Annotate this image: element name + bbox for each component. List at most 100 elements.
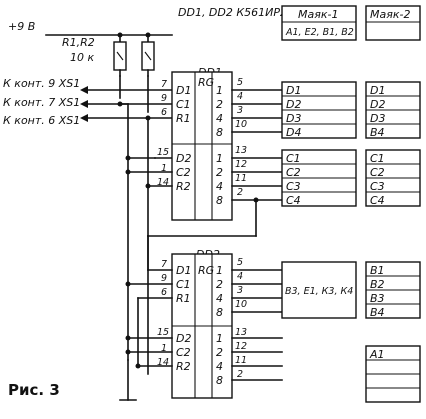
m2-b4: В4: [370, 306, 385, 319]
dd2-idx-2: 2: [216, 278, 223, 291]
resistor-r1-mark: [116, 51, 124, 61]
junction-dot: [125, 349, 131, 355]
dd1-out-10: 10: [235, 119, 247, 130]
dd2-out-10: 10: [235, 299, 247, 310]
dd1-idx-4b: 4: [216, 180, 223, 193]
mayak1-b-box: [281, 261, 357, 319]
m2-b2: В2: [370, 278, 385, 291]
dd2-idx-8b: 8: [216, 374, 223, 387]
junction-dot: [125, 155, 131, 161]
junction-dot: [145, 183, 151, 189]
dd1-idx-2: 2: [216, 98, 223, 111]
dd1-pin-r2: R2: [176, 180, 191, 193]
m1-d4: D4: [286, 126, 301, 139]
dd1-idx-1b: 1: [216, 152, 223, 165]
mayak2-header: [365, 5, 421, 41]
input-label-7: К конт. 7 XS1: [3, 96, 80, 109]
m1-c2: C2: [286, 166, 301, 179]
supply-label: +9 В: [8, 20, 35, 33]
m1-c3: C3: [286, 180, 301, 193]
dd2-out-11: 11: [235, 355, 247, 366]
dd1-pinnum-1: 1: [161, 163, 167, 174]
m2-c4: C4: [370, 194, 385, 207]
m2-b1: В1: [370, 264, 385, 277]
m2-d4: В4: [370, 126, 385, 139]
dd2-out-2: 2: [237, 369, 243, 380]
dd2-pinnum-15: 15: [157, 327, 169, 338]
dd2-pin-c2: C2: [176, 346, 191, 359]
dd1-pin-r1: R1: [176, 112, 191, 125]
m2-c1: C1: [370, 152, 385, 165]
m1-d3: D3: [286, 112, 301, 125]
dd1-out-11: 11: [235, 173, 247, 184]
dd2-idx-4b: 4: [216, 360, 223, 373]
m2-a1: А1: [369, 348, 385, 361]
dd1-pinnum-9: 9: [161, 93, 167, 104]
dd1-rg: RG: [198, 76, 214, 89]
dd2-out-5: 5: [237, 257, 243, 268]
m1-d1: D1: [286, 84, 301, 97]
dd2-pinnum-9: 9: [161, 273, 167, 284]
m1-c1: C1: [286, 152, 301, 165]
dd1-out-4: 4: [237, 91, 243, 102]
chip-dd1: [171, 71, 233, 221]
dd1-out-5: 5: [237, 77, 243, 88]
arrow-icon: [80, 100, 88, 108]
dd2-out-3: 3: [237, 285, 243, 296]
dd2-idx-8: 8: [216, 306, 223, 319]
dd2-out-13: 13: [235, 327, 247, 338]
dd2-out-4: 4: [237, 271, 243, 282]
dd1-out-13: 13: [235, 145, 247, 156]
m2-b3: В3: [370, 292, 385, 305]
dd1-pinnum-15: 15: [157, 147, 169, 158]
dd1-pin-d2: D2: [176, 152, 191, 165]
dd2-idx-1: 1: [216, 264, 223, 277]
resistor-label: R1,R2: [62, 36, 95, 49]
dd1-pin-c2: C2: [176, 166, 191, 179]
mayak1-header: [281, 5, 357, 41]
dd1-idx-8: 8: [216, 126, 223, 139]
dd1-idx-8b: 8: [216, 194, 223, 207]
dd2-pin-r2: R2: [176, 360, 191, 373]
dd2-pin-r1: R1: [176, 292, 191, 305]
input-label-9: К конт. 9 XS1: [3, 77, 80, 90]
chips-label: DD1, DD2 К561ИР2: [178, 6, 287, 19]
mayak1-title: Маяк-1: [298, 8, 338, 21]
dd2-pinnum-14: 14: [157, 357, 169, 368]
m2-d3: D3: [370, 112, 385, 125]
mayak1-sub: А1, Е2, В1, В2: [285, 27, 354, 38]
dd2-rg: RG: [198, 264, 214, 277]
m1-b: В3, Е1, К3, К4: [285, 286, 353, 297]
arrow-icon: [80, 86, 88, 94]
junction-dot: [125, 169, 131, 175]
m2-c2: C2: [370, 166, 385, 179]
arrow-icon: [80, 114, 88, 122]
dd1-idx-1: 1: [216, 84, 223, 97]
dd2-pin-d2: D2: [176, 332, 191, 345]
dd1-pin-c1: C1: [176, 98, 191, 111]
dd2-pin-c1: C1: [176, 278, 191, 291]
dd1-pin-d1: D1: [176, 84, 191, 97]
m1-c4: C4: [286, 194, 301, 207]
dd1-idx-2b: 2: [216, 166, 223, 179]
dd2-pinnum-1: 1: [161, 343, 167, 354]
dd1-pinnum-14: 14: [157, 177, 169, 188]
mayak2-title: Маяк-2: [370, 8, 410, 21]
m2-d1: D1: [370, 84, 385, 97]
junction-dot: [135, 363, 141, 369]
resistor-value: 10 к: [70, 51, 94, 64]
dd1-out-2: 2: [237, 187, 243, 198]
dd2-idx-4: 4: [216, 292, 223, 305]
dd2-idx-1b: 1: [216, 332, 223, 345]
dd1-out-12: 12: [235, 159, 247, 170]
dd2-pinnum-7: 7: [161, 259, 167, 270]
junction-dot: [125, 281, 131, 287]
dd2-pin-d1: D1: [176, 264, 191, 277]
dd2-pinnum-6: 6: [161, 287, 167, 298]
dd2-idx-2b: 2: [216, 346, 223, 359]
dd1-out-3: 3: [237, 105, 243, 116]
m2-c3: C3: [370, 180, 385, 193]
input-label-6: К конт. 6 XS1: [3, 114, 80, 127]
dd2-out-12: 12: [235, 341, 247, 352]
